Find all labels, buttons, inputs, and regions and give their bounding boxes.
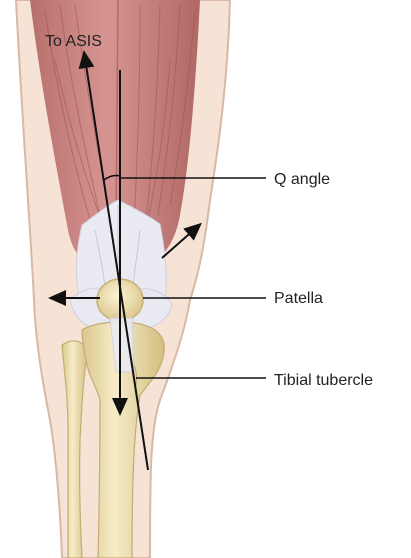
q-angle-label: Q angle <box>274 172 330 188</box>
tibial-tubercle-label: Tibial tubercle <box>274 373 373 389</box>
patella-label: Patella <box>274 291 323 307</box>
to-asis-label: To ASIS <box>45 34 102 50</box>
